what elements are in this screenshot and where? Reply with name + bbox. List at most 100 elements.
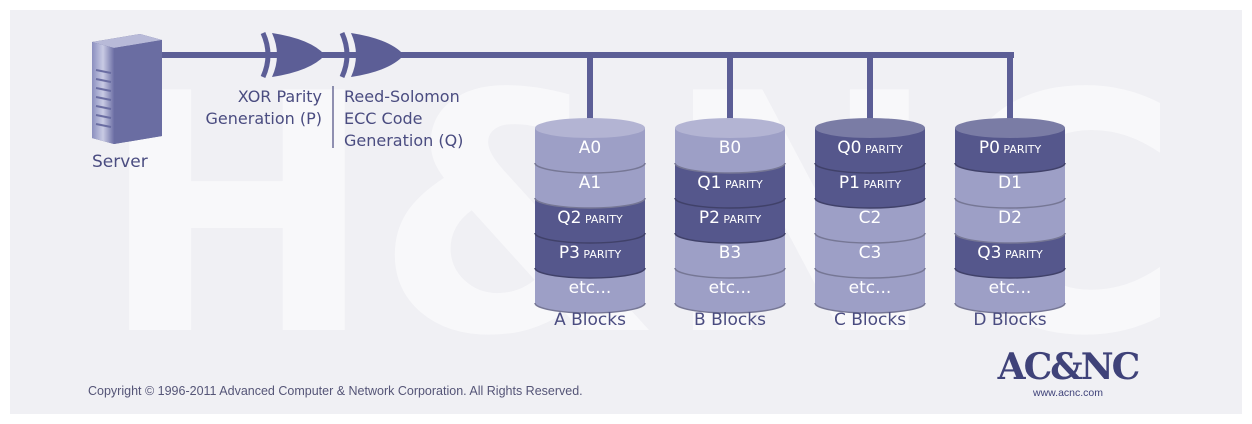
block-id: Q1 (697, 173, 721, 193)
block-id: etc... (569, 278, 612, 298)
logo-text: AC&NC (997, 346, 1139, 388)
disk-block-rim (814, 232, 926, 244)
block-id: B3 (719, 243, 741, 263)
disk-block-body (675, 163, 785, 208)
block-id: D2 (998, 208, 1022, 228)
server-label: Server (92, 152, 148, 172)
disk-block-body (535, 163, 645, 208)
disk-block-body (815, 128, 925, 173)
disk-block-label: P0 PARITY (979, 138, 1042, 158)
disk-block-top (955, 118, 1065, 138)
disk-block-body (815, 163, 925, 208)
disk-block-rim (954, 232, 1066, 244)
disk-block-rim (814, 267, 926, 279)
disk-stack: etc... Q3 PARITY D2 D1 P0 PARITY D Blocks (954, 55, 1066, 330)
disk-block-rim (534, 197, 646, 209)
disk-block-label: D1 (998, 173, 1022, 193)
parity-suffix: PARITY (581, 213, 623, 226)
disk-block-body (675, 128, 785, 173)
disk-block: Q0 PARITY (814, 118, 926, 174)
disk-block-top (815, 118, 925, 138)
disk-label: D Blocks (973, 310, 1046, 330)
parity-suffix: PARITY (861, 143, 903, 156)
parity-suffix: PARITY (860, 178, 902, 191)
disk-block-label: Q3 PARITY (977, 243, 1043, 263)
disk-block-label: B0 (719, 138, 741, 158)
disk-block-body (955, 198, 1065, 243)
disk-block-body (955, 268, 1065, 313)
disk-label: C Blocks (834, 310, 906, 330)
parity-suffix: PARITY (720, 213, 762, 226)
parity-suffix: PARITY (721, 178, 763, 191)
block-id: Q3 (977, 243, 1001, 263)
block-id: Q2 (557, 208, 581, 228)
server-vent (95, 105, 112, 110)
disk-block: A0 (534, 118, 646, 174)
disk-block-rim (814, 197, 926, 209)
disk-block-body (535, 128, 645, 173)
gate-body (351, 33, 404, 77)
disk-block-body (815, 198, 925, 243)
disk-block-label: etc... (569, 278, 612, 298)
disk-block-label: P1 PARITY (839, 173, 902, 193)
disk-block-label: etc... (849, 278, 892, 298)
server-front (92, 42, 114, 144)
parity-suffix: PARITY (1000, 143, 1042, 156)
disk-block-label: etc... (709, 278, 752, 298)
disk-block-body (955, 163, 1065, 208)
block-id: etc... (709, 278, 752, 298)
disk-block-rim (534, 232, 646, 244)
disk-connector-line (1007, 55, 1013, 128)
disk-block-label: etc... (989, 278, 1032, 298)
server-vent (95, 78, 112, 83)
disk-block-rim (674, 197, 786, 209)
gate-label-line: ECC Code (344, 109, 423, 128)
server-vent (95, 87, 112, 92)
xor-gate-icon (339, 31, 404, 79)
block-id: etc... (849, 278, 892, 298)
disk-block-rim (674, 267, 786, 279)
disk-block-label: P3 PARITY (559, 243, 622, 263)
block-id: P0 (979, 138, 1000, 158)
block-id: Q0 (837, 138, 861, 158)
disk-block-rim (954, 162, 1066, 174)
disk-block: B0 (674, 118, 786, 174)
disk-block-rim (674, 232, 786, 244)
gate-input-arc (260, 31, 271, 79)
copyright-text: Copyright © 1996-2011 Advanced Computer … (88, 384, 583, 398)
block-id: P1 (839, 173, 860, 193)
disk-block-label: A0 (579, 138, 601, 158)
disk-block-rim (954, 267, 1066, 279)
disk-block-rim (534, 267, 646, 279)
server-side (114, 40, 162, 144)
disk-label: A Blocks (554, 310, 626, 330)
disk-block: P0 PARITY (954, 118, 1066, 174)
disk-block-top (675, 118, 785, 138)
server-vent (95, 123, 112, 128)
block-id: A1 (579, 173, 601, 193)
server-vent (95, 114, 112, 119)
disk-block-label: D2 (998, 208, 1022, 228)
disk-block-label: Q2 PARITY (557, 208, 623, 228)
block-id: C3 (859, 243, 882, 263)
disk-block-body (675, 233, 785, 278)
block-id: B0 (719, 138, 741, 158)
disk-label: B Blocks (694, 310, 766, 330)
server-icon (92, 34, 162, 144)
block-id: P2 (699, 208, 720, 228)
gate-input-arc (339, 31, 350, 79)
disk-stack: etc... P3 PARITY Q2 PARITY A1 A0 A Blocks (534, 55, 646, 330)
disk-block-label: C3 (859, 243, 882, 263)
disk-connector-line (727, 55, 733, 128)
bus-line (150, 52, 1014, 58)
disk-block-rim (534, 302, 646, 314)
parity-suffix: PARITY (1001, 248, 1043, 261)
disk-block-label: P2 PARITY (699, 208, 762, 228)
